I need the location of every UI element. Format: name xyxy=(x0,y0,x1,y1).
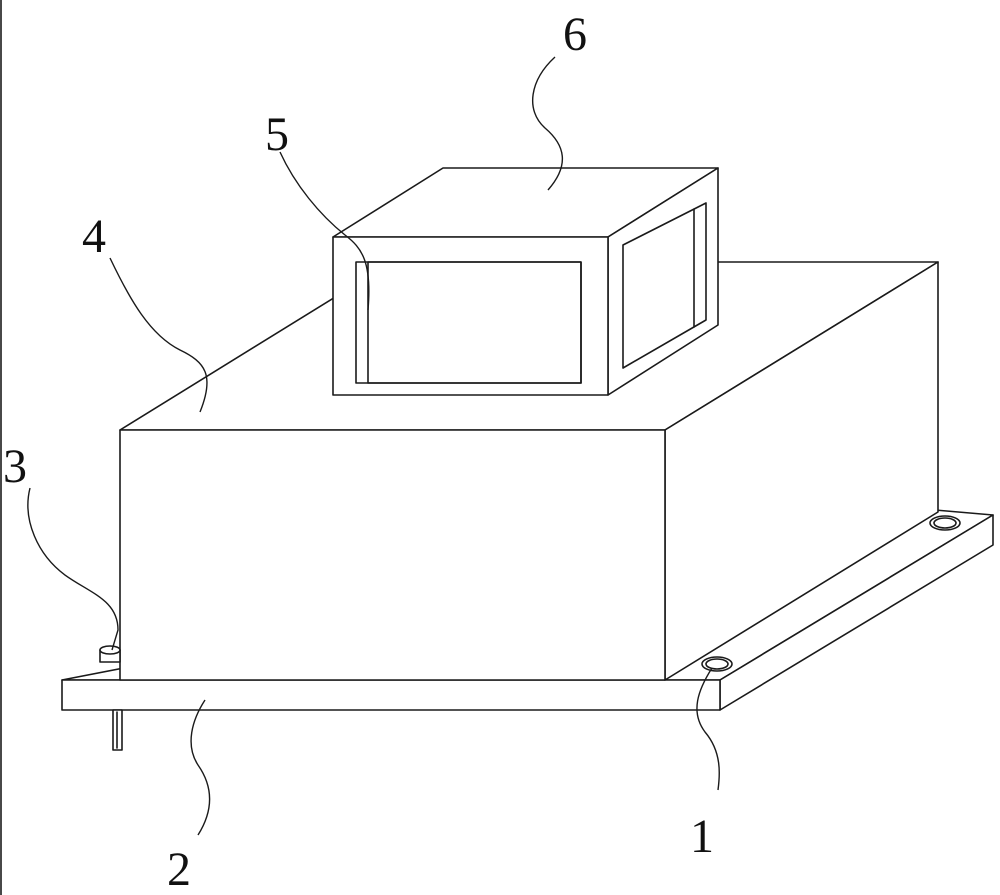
callout-3: 3 xyxy=(3,440,27,493)
callout-1: 1 xyxy=(690,810,714,863)
callout-5: 5 xyxy=(265,108,289,161)
callout-6: 6 xyxy=(563,8,587,61)
bolt-head-top xyxy=(100,646,120,654)
base-plate-front xyxy=(62,680,720,710)
callout-4: 4 xyxy=(82,210,106,263)
leader-line-3 xyxy=(28,488,118,650)
callout-2: 2 xyxy=(167,843,191,895)
top-unit-front-face xyxy=(333,237,608,395)
top-unit xyxy=(333,168,718,395)
housing-front-face xyxy=(120,430,665,680)
leader-line-2 xyxy=(191,700,210,835)
